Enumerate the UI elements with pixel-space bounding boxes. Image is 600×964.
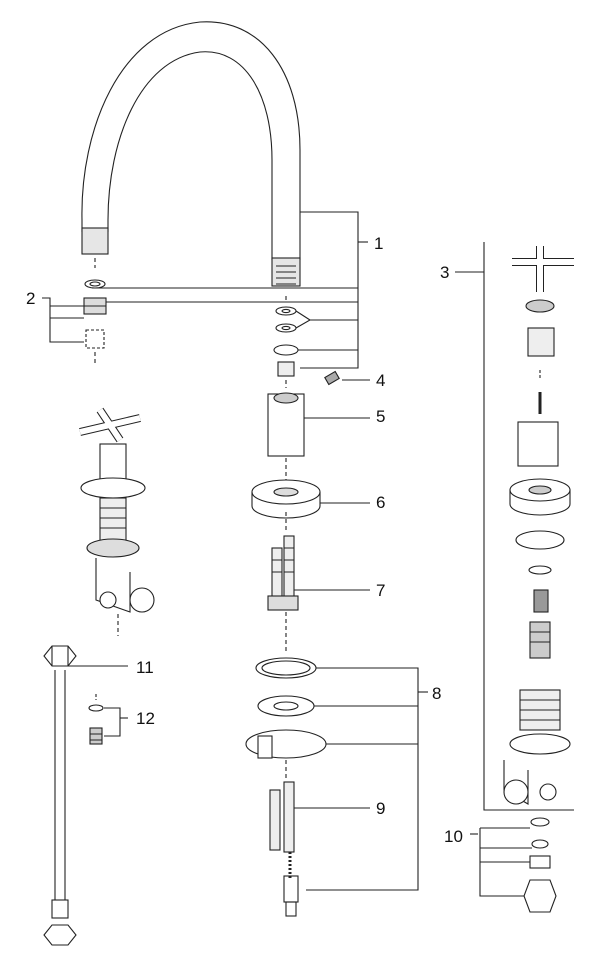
spout-rings (273, 296, 358, 377)
escutcheon-ring (251, 458, 370, 519)
callout-4: 4 (376, 371, 386, 390)
callout-5: 5 (376, 407, 386, 426)
mount-gaskets (245, 612, 428, 891)
callout-8: 8 (432, 684, 442, 703)
callout-1-leader (92, 211, 368, 369)
callout-9: 9 (376, 799, 386, 818)
callout-12: 12 (136, 709, 155, 728)
gooseneck-spout (81, 21, 301, 287)
mounting-stud (269, 760, 370, 917)
spout-base-sleeve (267, 380, 370, 457)
callout-6: 6 (376, 493, 386, 512)
callout-7: 7 (376, 581, 386, 600)
set-screw (324, 370, 370, 386)
left-valve-assembly (79, 407, 155, 636)
aerator-assembly (42, 258, 107, 366)
small-aerator-parts (88, 694, 128, 745)
callout-1: 1 (374, 234, 384, 253)
threaded-fitting (267, 512, 370, 611)
callout-11: 11 (136, 658, 154, 677)
compression-fittings (470, 817, 557, 913)
callout-2: 2 (26, 289, 36, 308)
callout-10: 10 (444, 827, 463, 846)
right-valve-assembly (455, 242, 574, 811)
flexible-hose (43, 645, 128, 946)
callout-3: 3 (440, 263, 450, 282)
